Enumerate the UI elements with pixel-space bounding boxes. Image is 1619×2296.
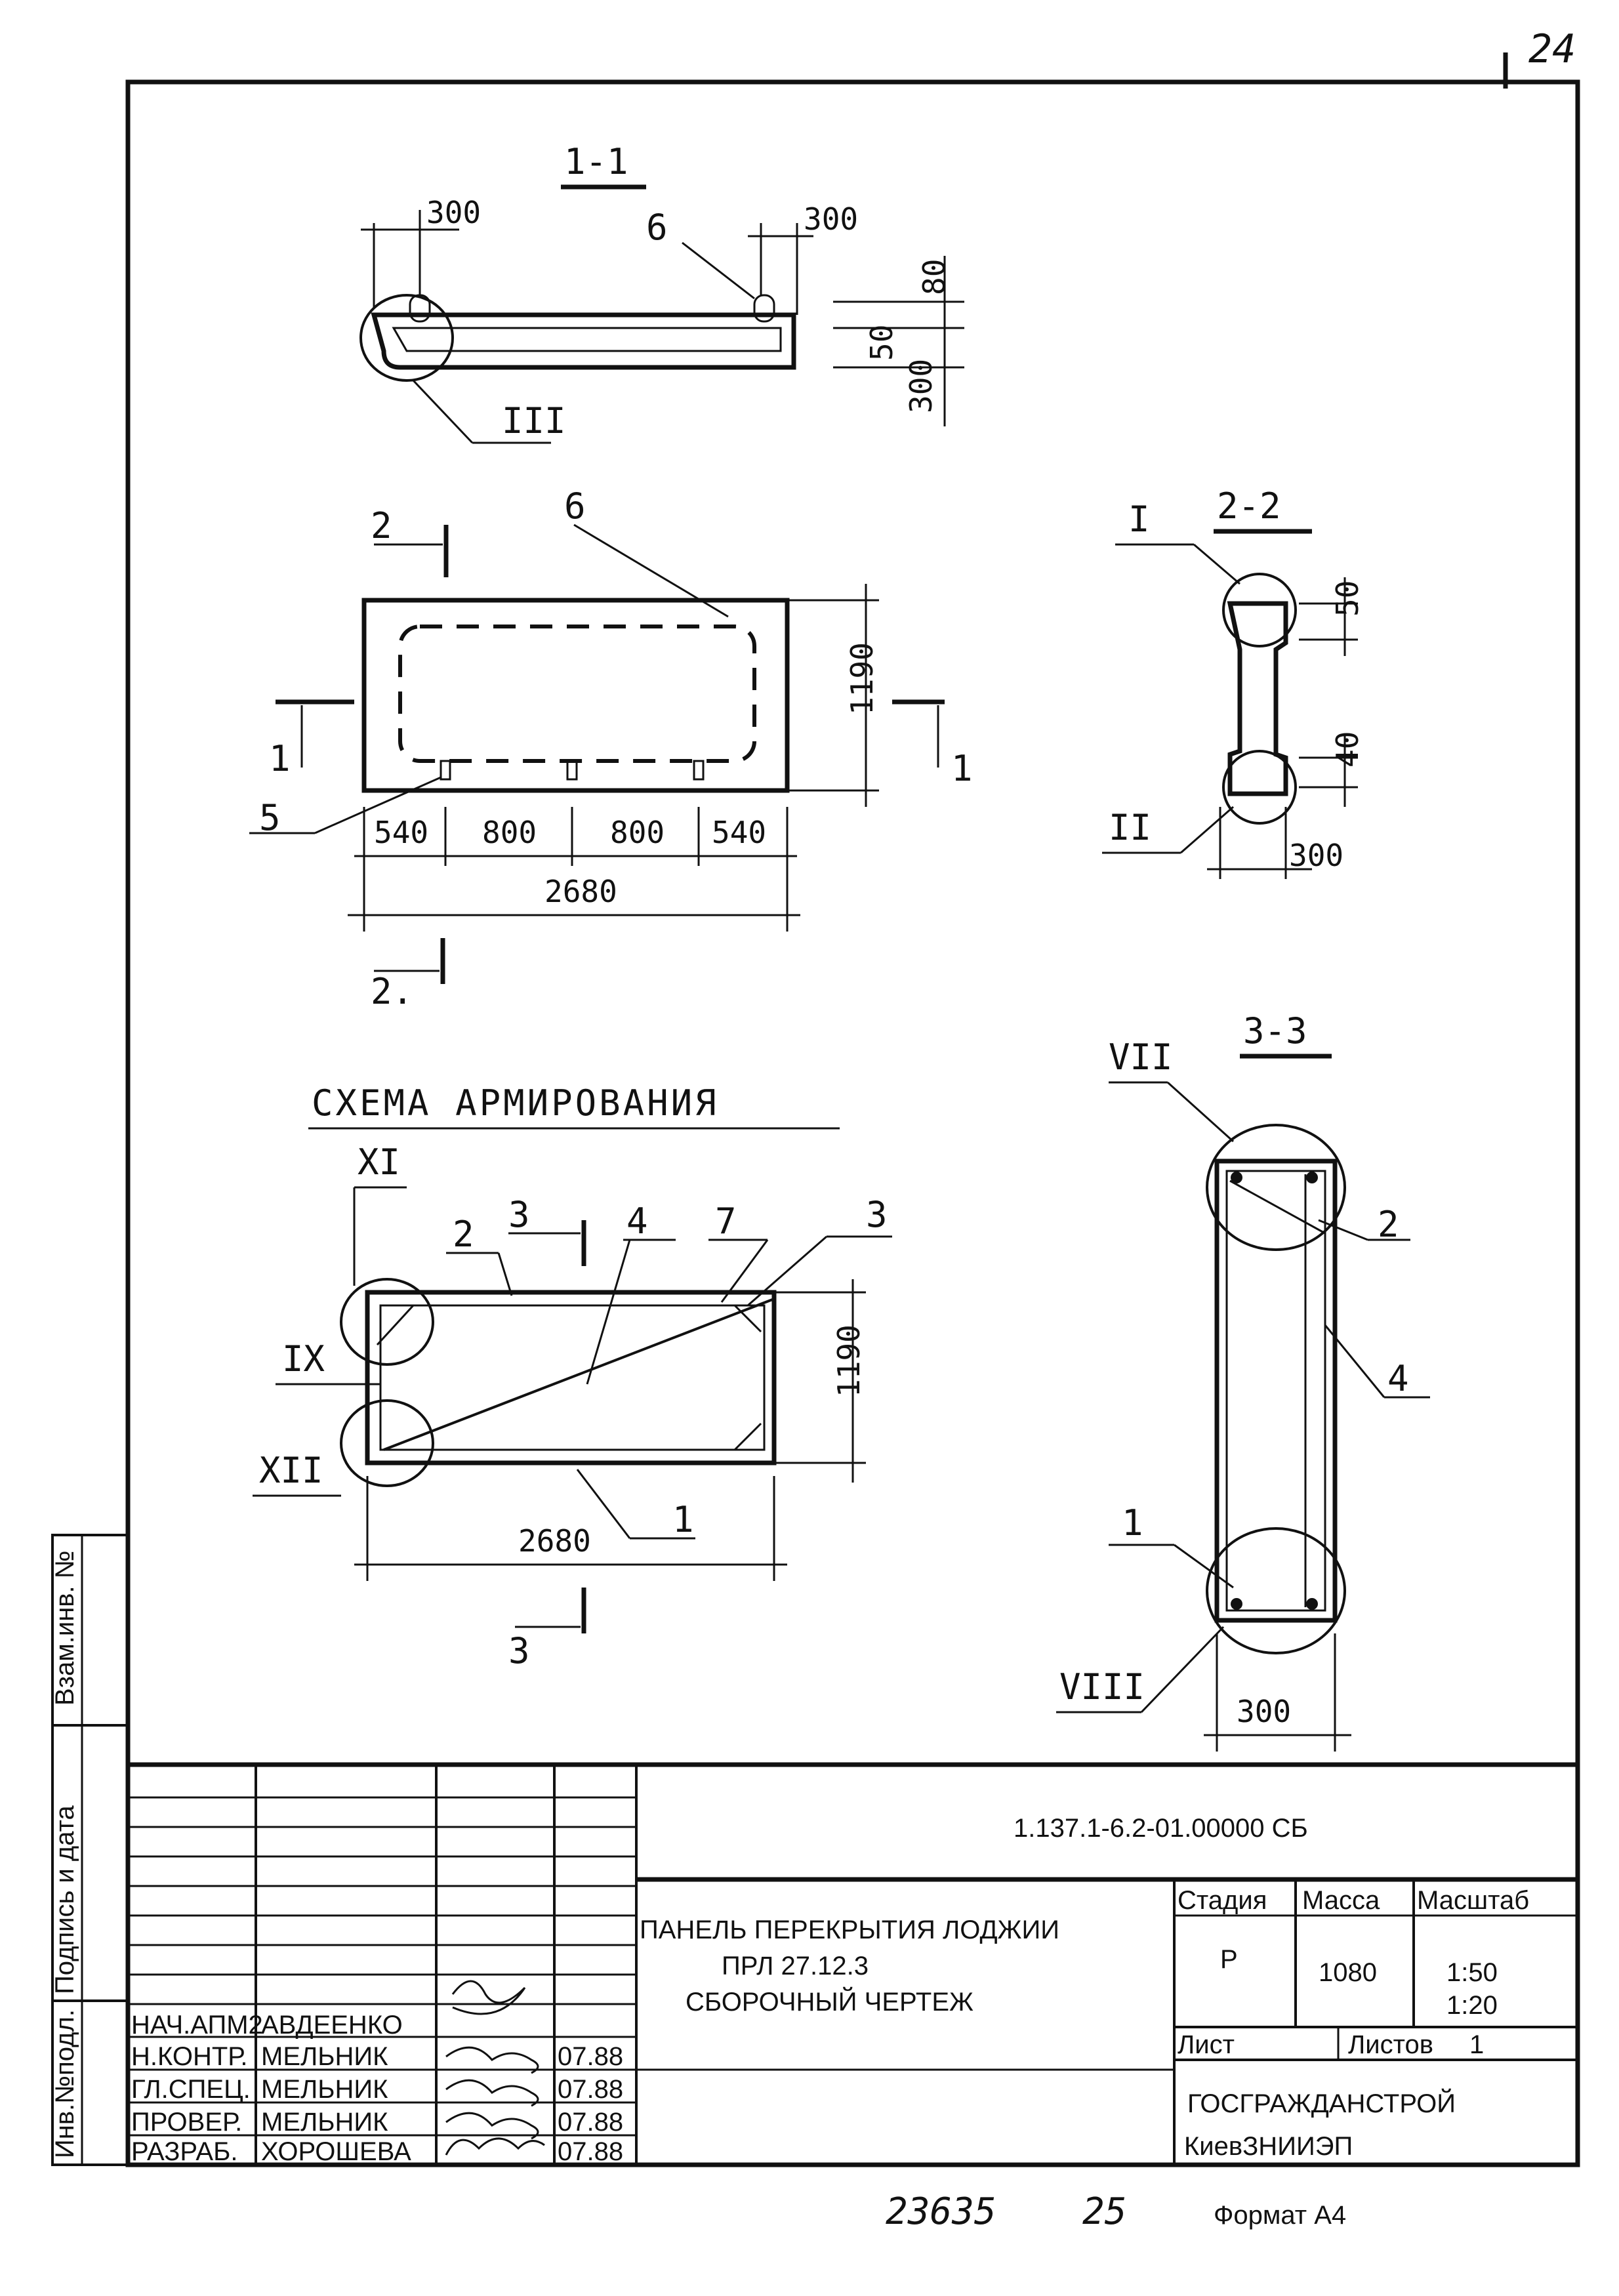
section-3-marker-4: 4 — [1387, 1358, 1409, 1399]
cut-3-top: 3 — [508, 1194, 530, 1235]
section-1-1-title: 1-1 — [564, 141, 628, 182]
footer-number-2: 25 — [1082, 2190, 1126, 2233]
detail-XI: XI — [358, 1141, 400, 1183]
cut-3-bottom: 3 — [508, 1630, 530, 1671]
scheme-marker-4: 4 — [626, 1200, 648, 1242]
footer-format: Формат А4 — [1214, 2201, 1346, 2230]
plan-overall: 2680 — [544, 874, 617, 909]
scheme-overall: 2680 — [518, 1523, 591, 1559]
doc-code: 1.137.1-6.2-01.00000 СБ — [1014, 1814, 1308, 1843]
signer-role-4: ПРОВЕР. — [131, 2108, 242, 2137]
detail-II: II — [1109, 807, 1151, 848]
drawing-frame — [125, 79, 1580, 2167]
dim-300-2: 300 — [1289, 838, 1343, 873]
scale-value-1: 1:50 — [1446, 1958, 1498, 1987]
dim-40: 40 — [1330, 731, 1365, 768]
signer-date-5: 07.88 — [558, 2137, 623, 2166]
scheme-marker-1: 1 — [672, 1499, 694, 1540]
cut-2-bottom: 2. — [371, 971, 413, 1012]
scheme-marker-3: 3 — [866, 1194, 888, 1235]
sheets-value: 1 — [1469, 2030, 1484, 2059]
marker-6: 6 — [646, 207, 668, 248]
mass-header: Масса — [1302, 1886, 1380, 1915]
mass-value: 1080 — [1319, 1958, 1377, 1987]
org-line-1: ГОСГРАЖДАНСТРОЙ — [1187, 2088, 1456, 2118]
signer-date-3: 07.88 — [558, 2075, 623, 2104]
section-2-2-title: 2-2 — [1217, 485, 1281, 527]
side-stamp: Взам.инв. № Подпись и дата Инв.№подл. — [51, 1534, 129, 2166]
section-2-2: 2-2 I II 50 40 300 — [1102, 485, 1365, 879]
dim-300-left: 300 — [426, 195, 481, 230]
dim-300-right: 300 — [804, 201, 858, 237]
dim-50-2: 50 — [1330, 581, 1365, 617]
scheme-marker-7: 7 — [715, 1200, 737, 1242]
detail-XII: XII — [259, 1450, 323, 1491]
signer-date-4: 07.88 — [558, 2108, 623, 2137]
sheets-label: Листов — [1348, 2030, 1433, 2059]
cut-1-right: 1 — [951, 748, 973, 789]
reinforcement-scheme: СХЕМА АРМИРОВАНИЯ XI IX XII 2 4 7 3 1 3 — [253, 1082, 892, 1671]
section-1-1: 1-1 300 300 6 80 50 300 III — [359, 141, 964, 444]
detail-I: I — [1128, 499, 1150, 540]
scale-header: Масштаб — [1417, 1886, 1529, 1915]
title-line-2: ПРЛ 27.12.3 — [722, 1952, 869, 1980]
section-3-marker-1: 1 — [1122, 1502, 1143, 1544]
signer-name-2: МЕЛЬНИК — [261, 2042, 388, 2071]
signer-name-3: МЕЛЬНИК — [261, 2075, 388, 2104]
org-line-2: КиевЗНИИЭП — [1184, 2132, 1353, 2161]
footer-number-1: 23635 — [886, 2190, 996, 2233]
signer-name-4: МЕЛЬНИК — [261, 2108, 388, 2137]
title-block: 1.137.1-6.2-01.00000 СБ ПАНЕЛЬ ПЕРЕКРЫТИ… — [128, 1762, 1578, 2166]
plan-marker-6: 6 — [564, 485, 586, 527]
dim-540-a: 540 — [374, 815, 428, 850]
detail-VIII: VIII — [1059, 1666, 1145, 1708]
detail-III: III — [502, 400, 566, 441]
signer-role-2: Н.КОНТР. — [131, 2042, 248, 2071]
signer-role-5: РАЗРАБ. — [131, 2137, 237, 2166]
scheme-marker-2: 2 — [453, 1214, 474, 1255]
scale-value-2: 1:20 — [1446, 1991, 1498, 2020]
scheme-title: СХЕМА АРМИРОВАНИЯ — [312, 1082, 719, 1124]
plan-marker-5: 5 — [259, 797, 281, 838]
detail-VII: VII — [1109, 1036, 1173, 1078]
dim-50: 50 — [864, 325, 899, 361]
stage-header: Стадия — [1178, 1886, 1267, 1915]
signer-name-5: ХОРОШЕВА — [261, 2137, 411, 2166]
title-line-3: СБОРОЧНЫЙ ЧЕРТЕЖ — [686, 1986, 973, 2017]
handwritten-signatures — [445, 1980, 545, 2156]
page-number: 24 — [1528, 26, 1576, 72]
dim-80: 80 — [916, 259, 952, 295]
cut-2-top: 2 — [371, 505, 392, 546]
scheme-height: 1190 — [831, 1324, 867, 1397]
side-stamp-inv: Инв.№подл. — [51, 2009, 79, 2158]
plan-view: 6 2 1 1 5 1190 540 800 800 540 2680 2. — [249, 485, 973, 1012]
detail-IX: IX — [282, 1338, 325, 1380]
dim-300-h: 300 — [903, 359, 939, 413]
signer-name-1: АВДЕЕНКО — [261, 2011, 403, 2040]
section-3-3-title: 3-3 — [1243, 1010, 1307, 1052]
signer-date-2: 07.88 — [558, 2042, 623, 2071]
signer-role-3: ГЛ.СПЕЦ. — [131, 2075, 251, 2104]
plan-height: 1190 — [844, 642, 880, 715]
title-line-1: ПАНЕЛЬ ПЕРЕКРЫТИЯ ЛОДЖИИ — [640, 1916, 1059, 1944]
sheet-label: Лист — [1178, 2030, 1235, 2059]
side-stamp-podpis: Подпись и дата — [51, 1805, 79, 1994]
dim-300-3: 300 — [1237, 1694, 1291, 1729]
dim-800-a: 800 — [482, 815, 537, 850]
dim-540-b: 540 — [712, 815, 766, 850]
dim-800-b: 800 — [610, 815, 665, 850]
signer-role-1: НАЧ.АПМ2 — [131, 2011, 263, 2040]
section-3-3: 3-3 VII 2 4 1 VIII 300 — [1056, 1010, 1430, 1752]
cut-1-left: 1 — [269, 738, 291, 779]
side-stamp-vzam: Взам.инв. № — [51, 1550, 79, 1706]
stage-value: Р — [1220, 1945, 1238, 1974]
section-3-marker-2: 2 — [1378, 1204, 1399, 1245]
